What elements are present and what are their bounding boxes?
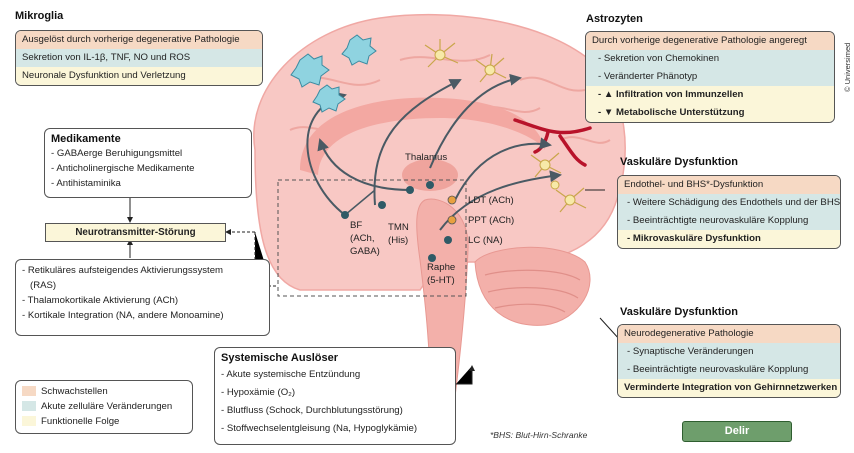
vask1-row: - Weitere Schädigung des Endothels und d… [618, 194, 840, 212]
nucleus-lc [444, 236, 452, 244]
label-tmn-sub: (His) [388, 235, 409, 246]
legend-item-funktionell: Funktionelle Folge [16, 414, 192, 429]
systemisch-item: - Blutfluss (Schock, Durchblutungsstörun… [221, 405, 403, 416]
medikamente-box: Medikamente - GABAerge Beruhigungsmittel… [44, 128, 252, 198]
aktivierung-box: - Retikuläres aufsteigendes Aktivierungs… [15, 259, 270, 336]
nucleus-bf [341, 211, 349, 219]
medikamente-item: - GABAerge Beruhigungsmittel [51, 148, 183, 159]
nucleus-tmn [378, 201, 386, 209]
medikamente-item: - Anticholinergische Medikamente [51, 163, 195, 174]
copyright-wrap: © Universimed [842, 12, 854, 102]
mikroglia-box: Ausgelöst durch vorherige degenerative P… [15, 30, 263, 86]
astrozyten-row: - ▼ Metabolische Unterstützung [586, 104, 834, 122]
thalamus-region [402, 159, 458, 191]
legend-swatch [22, 386, 36, 397]
vask2-row: - Beeinträchtigte neurovaskuläre Kopplun… [618, 361, 840, 379]
legend-label: Schwachstellen [41, 386, 108, 397]
legend-box: Schwachstellen Akute zelluläre Veränderu… [15, 380, 193, 434]
astrozyten-row: - ▲ Infiltration von Immunzellen [586, 86, 834, 104]
mikroglia-row: Sekretion von IL-1β, TNF, NO und ROS [16, 49, 262, 67]
footnote: *BHS: Blut-Hirn-Schranke [490, 430, 588, 440]
astrozyten-row: - Veränderter Phänotyp [586, 68, 834, 86]
neurotransmitter-stoerung-box: Neurotransmitter-Störung [45, 223, 226, 242]
vask2-row: Verminderte Integration von Gehirnnetzwe… [618, 379, 840, 397]
aktivierung-item: - Thalamokortikale Aktivierung (ACh) [22, 295, 179, 306]
mikroglia-title: Mikroglia [15, 10, 64, 22]
label-bf-sub: (ACh, [350, 233, 375, 244]
nucleus-thalamus2 [426, 181, 434, 189]
legend-item-schwachstellen: Schwachstellen [16, 381, 192, 399]
label-ppt: PPT (ACh) [468, 215, 515, 226]
nucleus-raphe [428, 254, 436, 262]
astrozyten-row: Durch vorherige degenerative Pathologie … [586, 32, 834, 50]
label-thalamus: Thalamus [405, 152, 448, 163]
mikroglia-row: Ausgelöst durch vorherige degenerative P… [16, 31, 262, 49]
systemisch-title: Systemische Auslöser [221, 352, 338, 364]
legend-label: Funktionelle Folge [41, 416, 120, 427]
mikroglia-row: Neuronale Dysfunktion und Verletzung [16, 67, 262, 85]
label-ldt: LDT (ACh) [468, 195, 514, 206]
nucleus-thalamus [406, 186, 414, 194]
nucleus-ldt [447, 195, 457, 205]
brain-cerebellum [474, 246, 591, 326]
astrozyten-row: - Sekretion von Chemokinen [586, 50, 834, 68]
astrocyte-cells [424, 39, 587, 213]
vask1-row: Endothel- und BHS*-Dysfunktion [618, 176, 840, 194]
label-raphe-sub: (5-HT) [427, 275, 455, 286]
nucleus-ppt [447, 215, 457, 225]
label-bf: BF [350, 220, 363, 231]
microglia-cells [290, 34, 377, 113]
astrozyten-box: Durch vorherige degenerative Pathologie … [585, 31, 835, 123]
systemisch-item: - Hypoxämie (O₂) [221, 387, 296, 398]
legend-swatch [22, 401, 36, 412]
legend-item-akute: Akute zelluläre Veränderungen [16, 399, 192, 414]
label-lc: LC (NA) [468, 235, 503, 246]
corpus-callosum [300, 97, 545, 175]
systemisch-item: - Akute systemische Entzündung [221, 369, 361, 380]
vask1-row: - Beeinträchtigte neurovaskuläre Kopplun… [618, 212, 840, 230]
legend-label: Akute zelluläre Veränderungen [41, 401, 173, 412]
vask1-box: Endothel- und BHS*-Dysfunktion - Weitere… [617, 175, 841, 249]
medikamente-title: Medikamente [51, 133, 121, 145]
nuclei-dashed-box [277, 179, 467, 297]
copyright: © Universimed [843, 42, 852, 92]
astrozyten-title: Astrozyten [586, 13, 643, 25]
label-tmn: TMN [388, 222, 409, 233]
vask1-title: Vaskuläre Dysfunktion [620, 156, 738, 168]
delir-box: Delir [682, 421, 792, 442]
vask2-title: Vaskuläre Dysfunktion [620, 306, 738, 318]
vask2-row: - Synaptische Veränderungen [618, 343, 840, 361]
label-raphe: Raphe [427, 262, 456, 273]
systemisch-item: - Stoffwechselentgleisung (Na, Hypoglykä… [221, 423, 418, 434]
label-bf-sub2: GABA) [350, 246, 380, 257]
legend-swatch [22, 416, 36, 427]
vask1-row: - Mikrovaskuläre Dysfunktion [618, 230, 840, 248]
aktivierung-item: (RAS) [30, 280, 57, 291]
aktivierung-item: - Kortikale Integration (NA, andere Mono… [22, 310, 224, 321]
vask2-box: Neurodegenerative Pathologie - Synaptisc… [617, 324, 841, 398]
medikamente-item: - Antihistaminika [51, 178, 121, 189]
aktivierung-item: - Retikuläres aufsteigendes Aktivierungs… [22, 265, 224, 276]
vask2-row: Neurodegenerative Pathologie [618, 325, 840, 343]
systemisch-box: Systemische Auslöser - Akute systemische… [214, 347, 456, 445]
